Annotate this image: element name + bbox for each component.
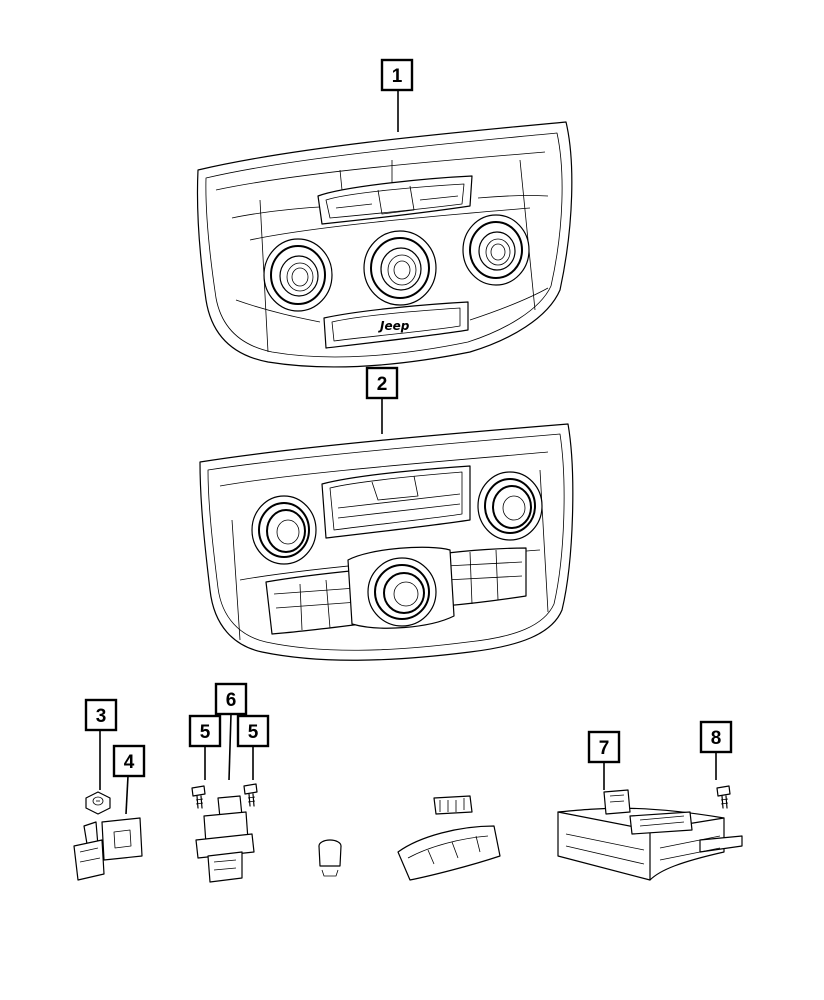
part-4-sensor — [73, 821, 105, 881]
part-1-climate-control-bezel: Jeep — [196, 121, 573, 368]
part-7-module — [557, 789, 743, 881]
part-5-screw-right — [243, 783, 258, 807]
button-rows — [265, 547, 527, 635]
connector — [433, 795, 473, 815]
svg-text:6: 6 — [226, 690, 237, 711]
center-knob-2 — [347, 546, 455, 629]
callout-3: 3 — [84, 698, 118, 732]
svg-text:7: 7 — [599, 738, 610, 759]
center-knob — [363, 230, 437, 306]
part-3-nut — [85, 791, 111, 815]
callout-1: 1 — [380, 58, 414, 92]
right-knob-2 — [477, 471, 543, 541]
part-2-climate-control-bezel — [199, 423, 574, 661]
svg-text:8: 8 — [711, 728, 722, 749]
callout-6: 6 — [214, 682, 248, 716]
svg-text:1: 1 — [392, 66, 403, 87]
svg-text:5: 5 — [200, 722, 211, 743]
leader-lines — [99, 90, 717, 815]
svg-text:5: 5 — [248, 722, 259, 743]
jeep-logo: Jeep — [378, 319, 410, 333]
bottom-vent: Jeep — [323, 301, 469, 349]
callout-5-left: 5 — [188, 714, 222, 748]
callout-4: 4 — [112, 744, 146, 778]
part-5-screw-left — [191, 785, 206, 809]
svg-text:4: 4 — [124, 752, 135, 773]
callout-2: 2 — [365, 366, 399, 400]
left-knob — [263, 238, 333, 312]
part-6-switch — [195, 795, 255, 883]
svg-text:2: 2 — [377, 374, 388, 395]
top-vent-2 — [321, 465, 471, 539]
svg-text:3: 3 — [96, 706, 107, 727]
top-vent — [317, 175, 473, 225]
left-knob-2 — [251, 495, 317, 565]
callout-5-right: 5 — [236, 714, 270, 748]
right-knob — [462, 214, 530, 286]
callout-7: 7 — [587, 730, 621, 764]
part-8-screw — [716, 785, 731, 809]
cover-tray — [397, 825, 501, 881]
part-4-pad — [101, 817, 143, 861]
callout-8: 8 — [699, 720, 733, 754]
push-button — [318, 839, 342, 877]
